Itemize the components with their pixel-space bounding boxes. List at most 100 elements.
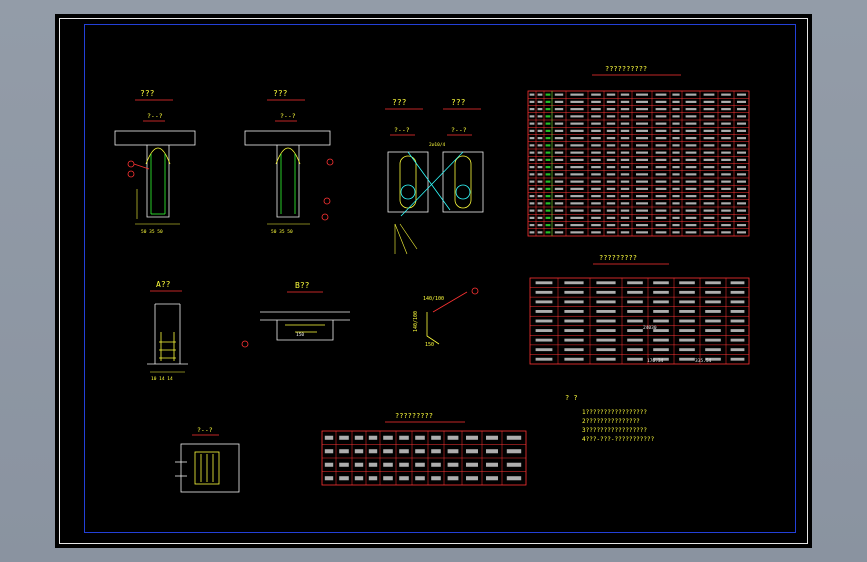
table-cell-text: [545, 122, 551, 125]
table-cell-text: [721, 224, 731, 227]
table-cell-text: [737, 231, 746, 234]
sheet-outer-frame: [59, 18, 808, 544]
table-cell-text: [339, 476, 349, 481]
table-cell-text: [570, 209, 584, 212]
table-cell-text: [431, 435, 441, 440]
table-cell-text: [655, 166, 667, 169]
table-cell-text: [705, 319, 721, 323]
table-cell-text: [636, 209, 648, 212]
table-cell-text: [620, 122, 630, 125]
table-cell-text: [596, 290, 616, 294]
table-cell-text: [537, 115, 543, 118]
table-cell-text: [596, 319, 616, 323]
table-cell-text: [685, 144, 697, 147]
table-cell-text: [636, 151, 648, 154]
table-cell-text: [679, 319, 695, 323]
table-cell-text: [591, 158, 601, 161]
table-cell-text: [703, 122, 715, 125]
table-cell-text: [685, 122, 697, 125]
table-cell-text: [606, 202, 616, 205]
table-cell-text: [703, 108, 715, 111]
table-cell-text: [564, 338, 584, 342]
table-cell-text: [399, 462, 409, 467]
table-cell-text: [685, 202, 697, 205]
table-cell-text: [570, 173, 584, 176]
table-cell-text: [570, 202, 584, 205]
table-cell-text: [564, 329, 584, 332]
summary-table: ????????? 24030 176.34 335.54: [529, 254, 750, 365]
table-cell-text: [564, 310, 584, 313]
table-cell-text: [399, 435, 409, 440]
table-cell-text: [545, 151, 551, 154]
table-cell-text: [537, 202, 543, 205]
table-cell-text: [672, 216, 680, 219]
table-cell-text: [431, 462, 441, 467]
table-cell-text: [703, 100, 715, 103]
table-cell-text: [685, 115, 697, 118]
table-cell-text: [721, 187, 731, 190]
table-cell-text: [554, 158, 564, 161]
table-cell-text: [591, 187, 601, 190]
table-cell-text: [554, 173, 564, 176]
table-cell-text: [545, 209, 551, 212]
table-cell-text: [703, 115, 715, 118]
table-cell-text: [655, 137, 667, 140]
table-cell-text: [606, 224, 616, 227]
summary-total-1: 24030: [643, 325, 657, 331]
table-cell-text: [653, 329, 669, 332]
table-cell-text: [685, 158, 697, 161]
table-cell-text: [737, 122, 746, 125]
table-cell-text: [354, 449, 364, 454]
table-cell-text: [529, 100, 535, 103]
table-cell-text: [545, 158, 551, 161]
table-cell-text: [636, 166, 648, 169]
table-cell-text: [545, 231, 551, 234]
table-cell-text: [537, 216, 543, 219]
table-cell-text: [737, 129, 746, 132]
table-cell-text: [606, 231, 616, 234]
table-cell-text: [703, 195, 715, 198]
table-cell-text: [705, 357, 721, 361]
table-cell-text: [545, 137, 551, 140]
table-cell-text: [655, 216, 667, 219]
table-cell-text: [324, 476, 334, 481]
table-cell-text: [486, 449, 498, 454]
table-cell-text: [570, 158, 584, 161]
table-cell-text: [672, 93, 680, 96]
table-cell-text: [737, 224, 746, 227]
table-cell-text: [447, 449, 459, 454]
table-cell-text: [703, 166, 715, 169]
svg-text:2⌀10/4: 2⌀10/4: [429, 142, 446, 148]
table-cell-text: [529, 115, 535, 118]
table-cell-text: [672, 137, 680, 140]
table-cell-text: [672, 144, 680, 147]
table-cell-text: [620, 144, 630, 147]
table-cell-text: [730, 281, 745, 285]
view-2-title: ???: [273, 89, 288, 98]
table-cell-text: [730, 310, 745, 313]
table-cell-text: [415, 476, 425, 481]
table-cell-text: [672, 122, 680, 125]
detail-label-3: 150: [425, 342, 434, 348]
table-cell-text: [703, 93, 715, 96]
table-cell-text: [685, 187, 697, 190]
table-cell-text: [606, 100, 616, 103]
table-cell-text: [655, 151, 667, 154]
table-cell-text: [636, 187, 648, 190]
table-cell-text: [537, 173, 543, 176]
table-cell-text: [591, 195, 601, 198]
table-cell-text: [685, 231, 697, 234]
table-cell-text: [368, 462, 378, 467]
table-cell-text: [570, 187, 584, 190]
svg-text:50 35 50: 50 35 50: [141, 229, 163, 235]
table-cell-text: [537, 100, 543, 103]
table-cell-text: [447, 462, 459, 467]
table-cell-text: [653, 338, 669, 342]
table-cell-text: [620, 180, 630, 183]
table-cell-text: [606, 93, 616, 96]
table-cell-text: [672, 173, 680, 176]
table-cell-text: [415, 462, 425, 467]
table-cell-text: [737, 180, 746, 183]
table-cell-text: [737, 100, 746, 103]
table-cell-text: [529, 144, 535, 147]
